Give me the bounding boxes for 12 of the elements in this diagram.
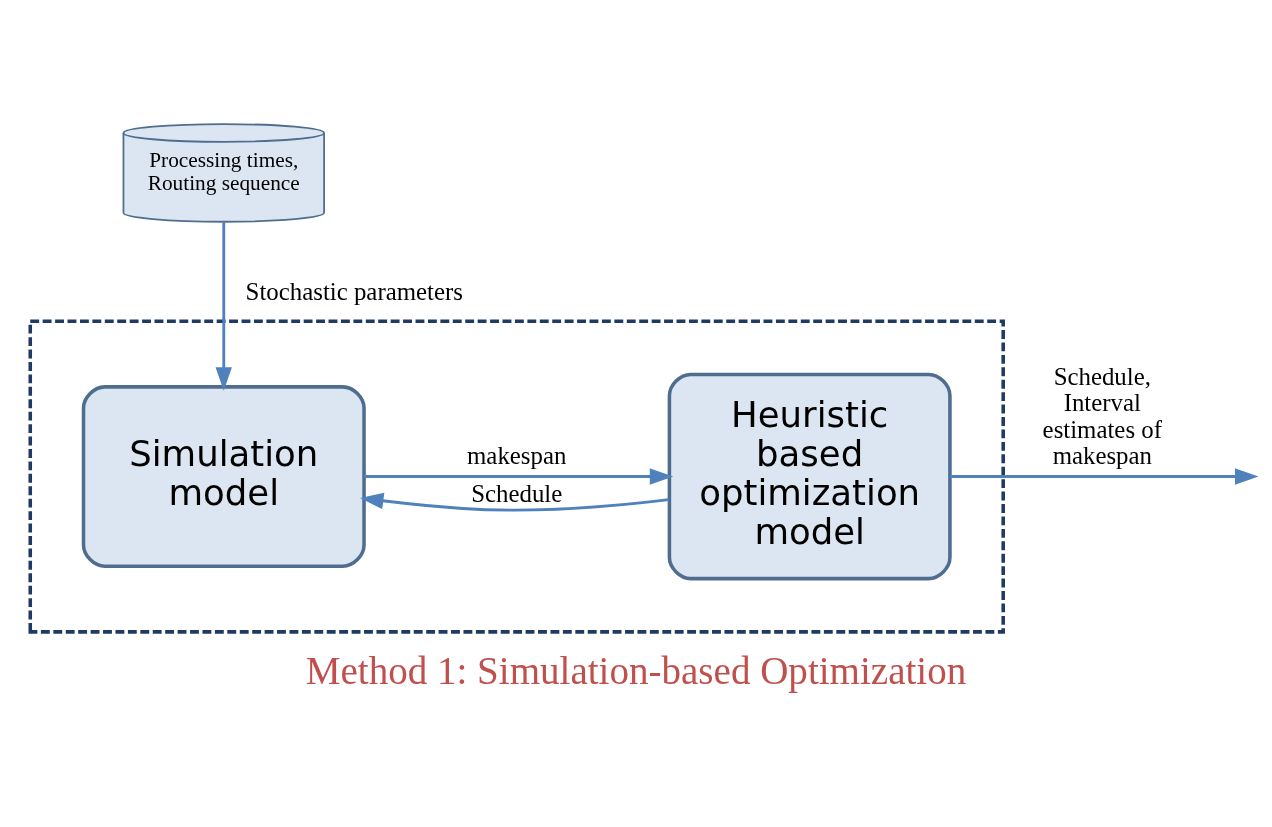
edge-label: Schedule	[471, 479, 563, 507]
caption: Method 1: Simulation-based Optimization	[305, 649, 967, 693]
edge-label: Stochastic parameters	[245, 278, 463, 306]
node-box: Simulation model	[81, 385, 366, 568]
arrow	[215, 222, 232, 391]
arrow	[364, 468, 674, 485]
arrow	[950, 468, 1259, 485]
cluster	[28, 319, 1005, 634]
edge-label: makespan	[467, 442, 567, 470]
node-box: Heuristic based optimization model	[667, 372, 952, 581]
arrow	[360, 492, 669, 512]
edge-label: Schedule, Interval estimates of makespan	[1042, 362, 1162, 470]
